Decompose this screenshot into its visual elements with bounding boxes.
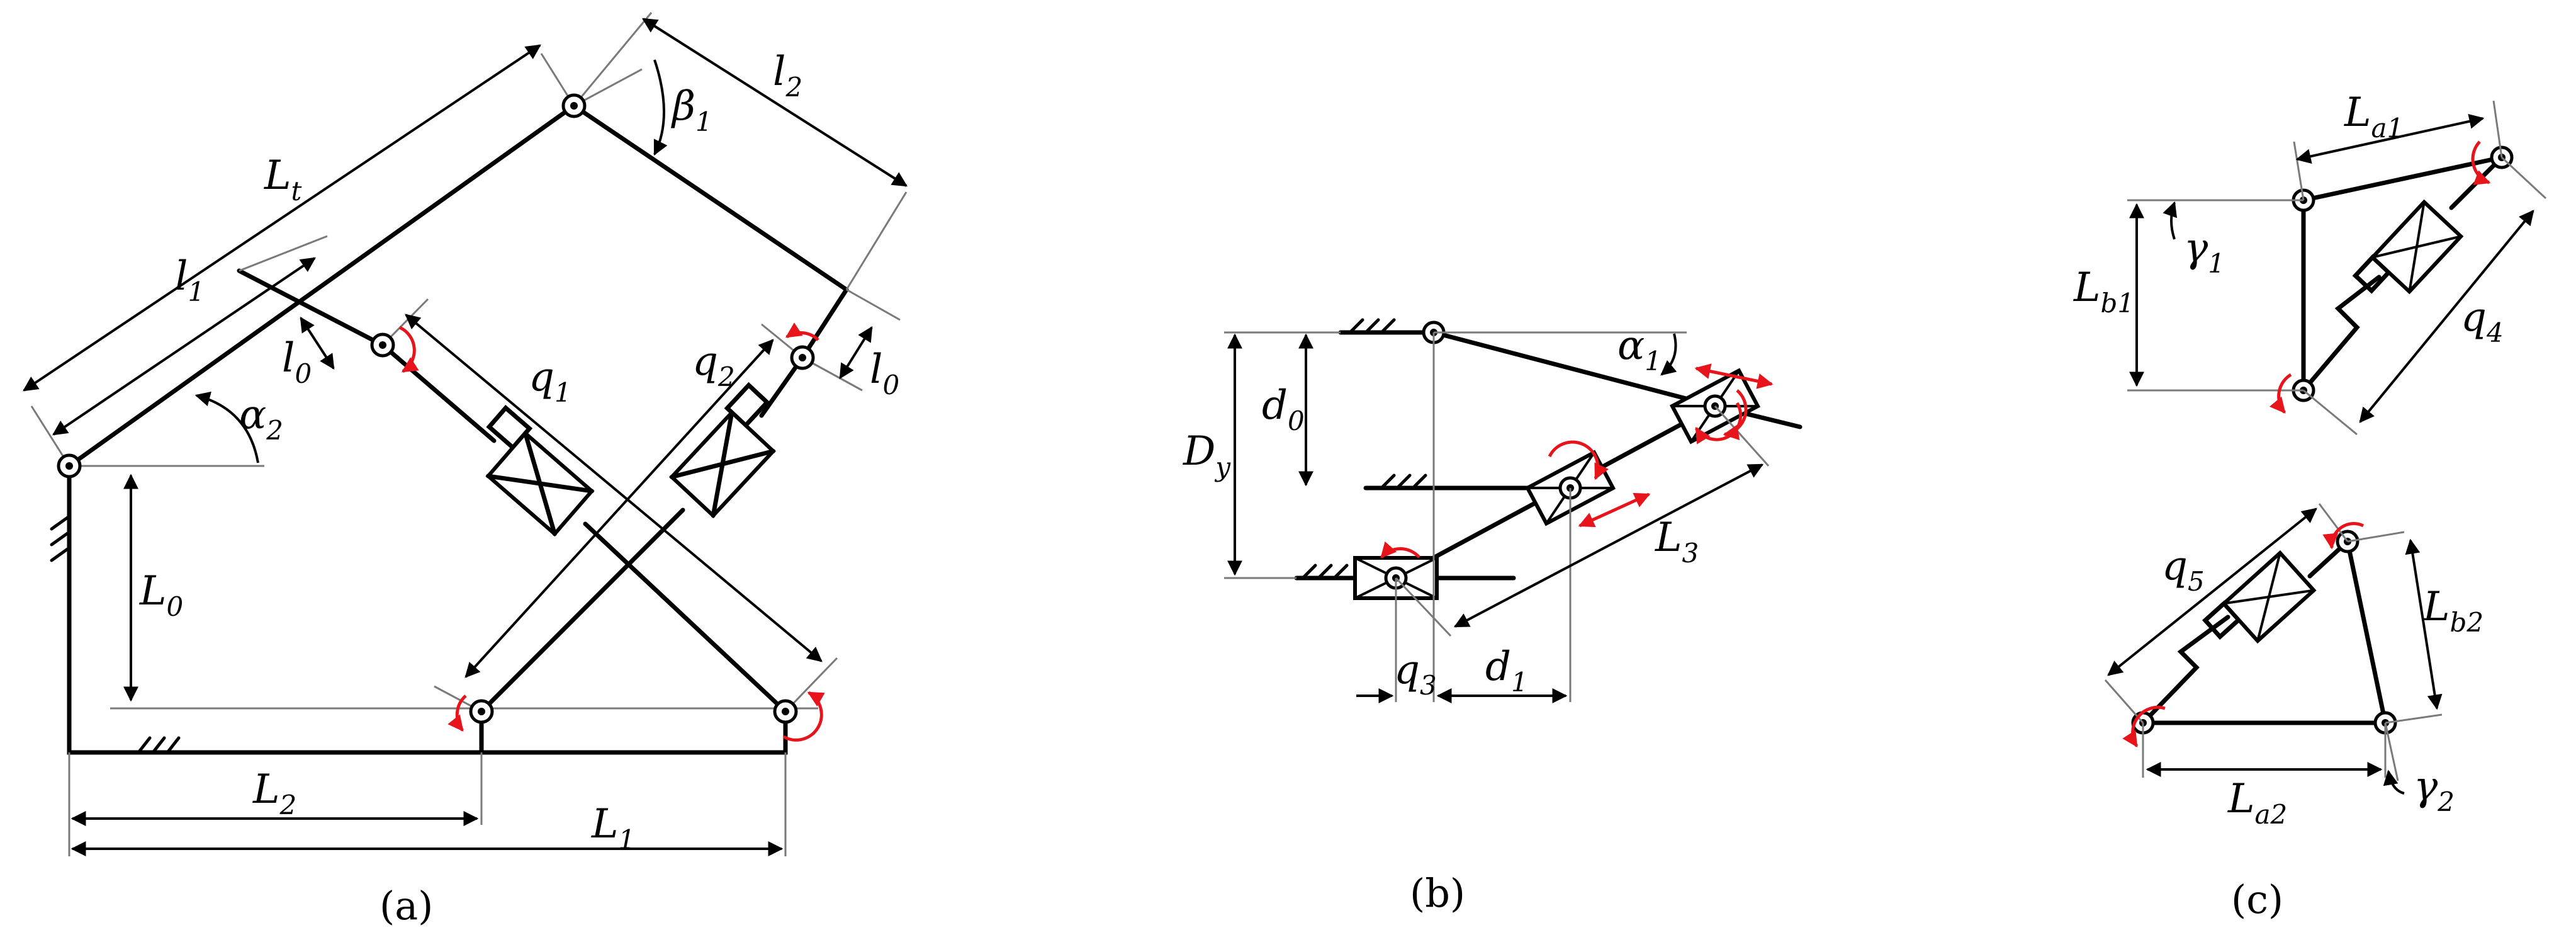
label-L1: L1 [591, 801, 635, 855]
guide-q1-bottom [784, 657, 838, 713]
panel-b: Dy d0 α1 L3 q3 d1 (b) [1183, 318, 1803, 916]
rotation-arrows-b [1380, 363, 1774, 559]
rotation-arrows-c1 [2269, 140, 2491, 414]
label-l0-left: l0 [282, 335, 312, 389]
label-q2: q2 [692, 338, 735, 392]
label-L2: L2 [252, 766, 296, 820]
guide-La1-left [2293, 141, 2305, 201]
dim-q4 [2359, 210, 2534, 423]
actuator-q2 [669, 382, 776, 519]
label-d1: d1 [1485, 644, 1528, 698]
dim-gamma2-arc [2383, 769, 2405, 795]
guide-l0r [846, 288, 901, 321]
guide-l1-end [239, 235, 328, 272]
dim-q2 [464, 339, 774, 678]
guide-beta1 [573, 68, 643, 107]
guide-Lb2-bottom [2385, 713, 2443, 724]
ground-hatch-b [1301, 318, 1427, 580]
label-q5: q5 [2162, 543, 2205, 597]
caption-b: (b) [1410, 870, 1465, 916]
guide-Lb2-top [2347, 531, 2405, 543]
dim-Lb2 [2405, 538, 2443, 710]
dim-La1 [2295, 113, 2485, 164]
link-Lt [67, 103, 577, 468]
guide-q5-top [2318, 503, 2349, 542]
ground-hatch-bottom [137, 736, 181, 754]
label-q1: q1 [529, 354, 571, 408]
label-alpha2: α2 [239, 392, 283, 446]
base-frame [67, 463, 788, 755]
link-l2 [571, 103, 849, 292]
dim-q5 [2107, 508, 2317, 676]
label-l1: l1 [175, 253, 205, 307]
guide-L3-bottom [1395, 577, 1452, 637]
q4-rod-bottom [2301, 275, 2382, 393]
label-Lt: Lt [264, 152, 302, 207]
dim-l1 [52, 257, 316, 436]
dim-L3 [1453, 463, 1764, 628]
label-gamma2: γ2 [2414, 763, 2455, 817]
q2-rod-bottom [479, 508, 685, 714]
label-L3: L3 [1655, 514, 1699, 569]
q1-rod-top [380, 343, 497, 443]
actuator-q1 [485, 404, 595, 537]
actuator-q4 [2352, 199, 2464, 295]
q1-rod-bottom [583, 521, 788, 714]
guide-beta1-top [573, 12, 653, 106]
guide-L3-top [1714, 405, 1770, 467]
panel-a: Lt l1 l2 β1 α2 l0 l0 q1 q2 L0 L2 L1 (a) [23, 12, 908, 929]
label-Dy: Dy [1183, 428, 1231, 482]
link-La1 [2301, 155, 2504, 203]
label-alpha1: α1 [1617, 322, 1662, 377]
label-beta1: β1 [671, 83, 712, 137]
label-La2: La2 [2227, 776, 2287, 830]
label-gamma1: γ1 [2184, 225, 2225, 279]
caption-a: (a) [380, 883, 433, 929]
dim-beta1-arc [653, 59, 668, 156]
label-l2: l2 [773, 48, 802, 103]
dim-l0-left [300, 316, 335, 370]
dim-alpha2-arc [194, 391, 259, 463]
label-L0: L0 [139, 568, 183, 622]
dim-gamma1-arc [2163, 201, 2178, 240]
guide-q5-bottom [2104, 679, 2144, 723]
guide-q4-top [2500, 156, 2547, 200]
label-d0: d0 [1262, 382, 1305, 436]
caption-c: (c) [2231, 876, 2283, 922]
link-Lb2 [2345, 539, 2388, 725]
actuator-q5 [2202, 550, 2317, 644]
label-La1: La1 [2344, 89, 2404, 144]
guide-q4-bottom [2303, 389, 2358, 436]
guide-l2-end [845, 191, 908, 290]
dim-l0-right [839, 326, 873, 380]
dim-q1 [405, 314, 823, 662]
panel-c: La1 Lb1 γ1 q4 q5 Lb2 [2073, 89, 2547, 922]
label-Lb1: Lb1 [2073, 264, 2134, 319]
rotation-arrows-a [398, 322, 825, 742]
dim-alpha1-arc [1660, 333, 1677, 376]
label-q3: q3 [1394, 647, 1437, 701]
guide-La1-right [2492, 100, 2503, 158]
label-l0-right: l0 [870, 346, 899, 400]
label-Lb2: Lb2 [2422, 584, 2483, 638]
label-q4: q4 [2461, 294, 2504, 348]
ground-hatch-left [50, 514, 71, 562]
dim-l2 [641, 18, 908, 187]
link-top [1431, 330, 1718, 409]
joints-a [57, 93, 815, 724]
rotation-arrows-c2 [2122, 522, 2365, 748]
